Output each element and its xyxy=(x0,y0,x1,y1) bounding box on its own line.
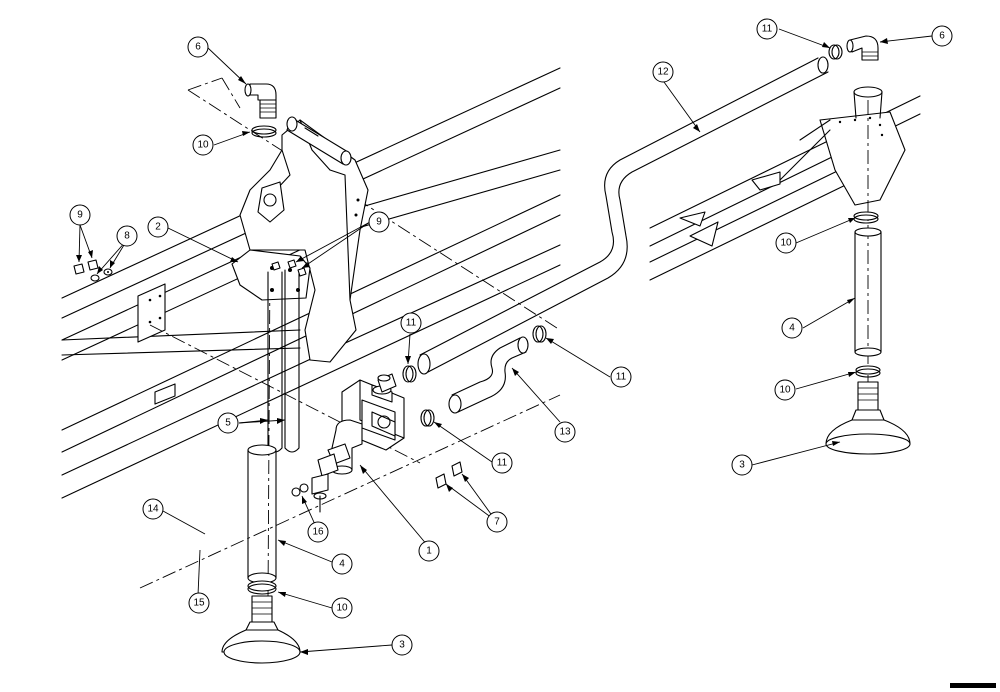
svg-text:3: 3 xyxy=(399,640,405,651)
callout-2: 2 xyxy=(147,216,169,238)
svg-text:14: 14 xyxy=(147,504,159,515)
svg-text:3: 3 xyxy=(739,460,745,471)
callout-6-right: 6 xyxy=(931,25,953,47)
callout-10-left-bot: 10 xyxy=(331,597,353,619)
svg-text:6: 6 xyxy=(939,31,945,42)
drop-tube-left xyxy=(247,444,277,595)
svg-text:7: 7 xyxy=(494,517,500,528)
callout-3-right: 3 xyxy=(731,454,753,476)
bolts xyxy=(435,461,463,489)
svg-text:10: 10 xyxy=(197,140,209,151)
valve-assembly xyxy=(291,373,405,513)
callout-4-right: 4 xyxy=(781,317,803,339)
svg-text:15: 15 xyxy=(193,598,205,609)
svg-text:8: 8 xyxy=(124,231,130,242)
boom-frame xyxy=(61,67,561,499)
right-frame xyxy=(649,86,921,281)
hose-clamp-left-top xyxy=(251,125,277,138)
callout-11-a: 11 xyxy=(400,312,422,334)
hose-12 xyxy=(417,56,829,375)
centerlines xyxy=(139,77,869,601)
callout-10-left: 10 xyxy=(192,134,214,156)
svg-text:5: 5 xyxy=(225,418,231,429)
scale-bar xyxy=(950,683,996,688)
elbow-fitting-right xyxy=(846,35,879,61)
nozzle-right xyxy=(825,381,911,455)
leader-lines xyxy=(78,28,933,653)
svg-text:4: 4 xyxy=(789,323,795,334)
fasteners-left xyxy=(73,259,113,282)
svg-text:11: 11 xyxy=(762,24,773,35)
fasteners-right xyxy=(271,259,307,277)
svg-text:9: 9 xyxy=(77,210,83,221)
svg-text:10: 10 xyxy=(779,385,791,396)
callout-10-right-top: 10 xyxy=(775,232,797,254)
callout-14: 14 xyxy=(142,498,164,520)
callout-7: 7 xyxy=(486,511,508,533)
callout-11-c: 11 xyxy=(491,452,513,474)
hose-13 xyxy=(448,336,529,414)
svg-text:9: 9 xyxy=(376,217,382,228)
svg-text:11: 11 xyxy=(497,458,508,469)
callout-15: 15 xyxy=(188,592,210,614)
callout-13: 13 xyxy=(554,421,576,443)
svg-text:10: 10 xyxy=(780,238,792,249)
svg-text:12: 12 xyxy=(657,67,669,78)
leader-arrows xyxy=(76,38,888,655)
callout-12: 12 xyxy=(652,61,674,83)
callouts: 6 10 9 8 2 9 11 11 11 11 6 12 10 4 10 3 … xyxy=(69,18,953,656)
callout-5: 5 xyxy=(217,412,239,434)
svg-text:4: 4 xyxy=(339,559,345,570)
callout-6-left: 6 xyxy=(187,36,209,58)
svg-text:13: 13 xyxy=(559,427,571,438)
callout-3-left: 3 xyxy=(391,634,413,656)
svg-text:10: 10 xyxy=(336,603,348,614)
callout-1: 1 xyxy=(418,540,440,562)
svg-text:1: 1 xyxy=(426,546,432,557)
hose-clamps-11 xyxy=(402,44,843,427)
callout-4-left: 4 xyxy=(331,553,353,575)
callout-9-left: 9 xyxy=(69,204,91,226)
callout-10-right-bot: 10 xyxy=(774,379,796,401)
svg-text:16: 16 xyxy=(312,527,324,538)
callout-9-right: 9 xyxy=(368,211,390,233)
callout-16: 16 xyxy=(307,521,329,543)
nozzle-left xyxy=(221,595,301,664)
mount-bracket xyxy=(231,116,369,453)
svg-text:6: 6 xyxy=(195,42,201,53)
svg-text:11: 11 xyxy=(406,318,417,329)
drop-tube-right xyxy=(853,211,882,378)
elbow-fitting-left xyxy=(244,83,277,119)
callout-11-top: 11 xyxy=(756,18,778,40)
svg-text:11: 11 xyxy=(616,372,627,383)
callout-8: 8 xyxy=(116,225,138,247)
svg-text:2: 2 xyxy=(155,222,161,233)
callout-11-b: 11 xyxy=(610,366,632,388)
